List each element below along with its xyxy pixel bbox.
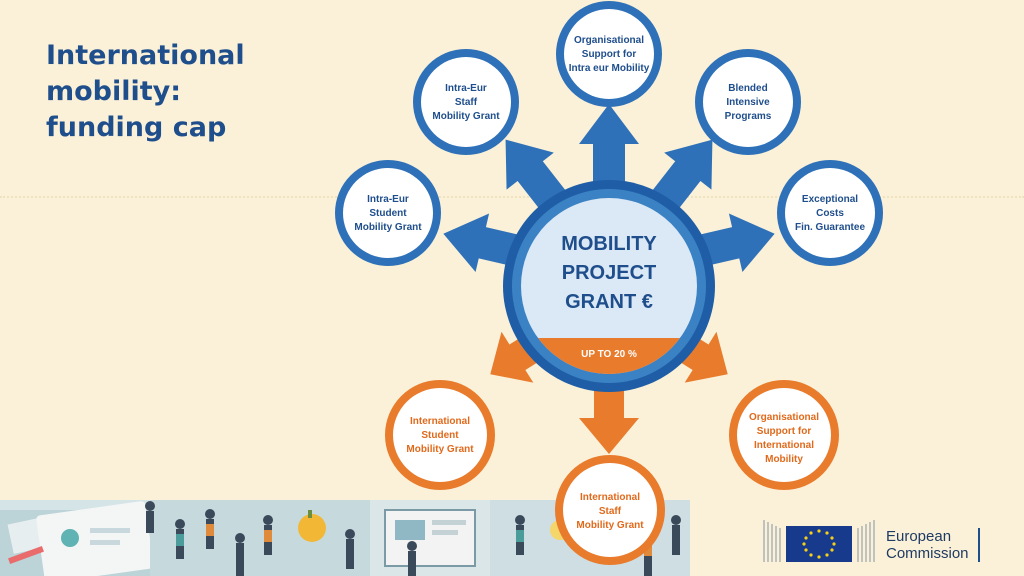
node-label-line: Mobility Grant: [406, 444, 474, 455]
node-intl-staff: International Staff Mobility Grant: [555, 455, 665, 565]
page-title: International mobility: funding cap: [46, 38, 245, 146]
title-line: mobility:: [46, 76, 182, 107]
node-label-line: Support for: [582, 49, 637, 60]
node-label-line: International: [410, 416, 470, 427]
title-line: International: [46, 40, 245, 71]
center-line: GRANT €: [565, 291, 653, 313]
node-label-line: Intra-Eur: [367, 194, 409, 205]
node-label-line: Support for: [757, 426, 812, 437]
center-line: PROJECT: [562, 262, 656, 284]
node-label-line: Exceptional: [802, 194, 858, 205]
node-label-line: Costs: [816, 208, 844, 219]
node-label-line: Student: [369, 208, 407, 219]
node-intra-eur-staff: Intra-Eur Staff Mobility Grant: [413, 49, 519, 155]
node-exceptional-costs: Exceptional Costs Fin. Guarantee: [777, 160, 883, 266]
node-label-line: Mobility Grant: [354, 222, 422, 233]
ec-logo-text: European Commission: [886, 528, 969, 562]
node-label-line: Mobility Grant: [576, 520, 644, 531]
node-label-line: Mobility: [765, 454, 803, 465]
node-label-line: Fin. Guarantee: [795, 222, 865, 233]
node-label-line: Blended: [728, 83, 767, 94]
center-node: MOBILITY PROJECT GRANT € UP TO 20 %: [503, 180, 715, 392]
title-line: funding cap: [46, 112, 227, 143]
ec-logo-bar: [978, 528, 980, 562]
node-label-line: Staff: [599, 506, 622, 517]
ec-building-icon: [763, 520, 875, 562]
node-blended-intensive: Blended Intensive Programs: [695, 49, 801, 155]
node-label-line: Programs: [725, 111, 772, 122]
node-intl-student: International Student Mobility Grant: [385, 380, 495, 490]
ec-logo-line: European: [886, 528, 952, 545]
node-org-support-intl: Organisational Support for International…: [729, 380, 839, 490]
node-label-line: Intensive: [726, 97, 770, 108]
node-label-line: International: [580, 492, 640, 503]
node-label-line: Organisational: [574, 35, 644, 46]
node-label-line: Intra eur Mobility: [569, 63, 650, 74]
node-label-line: International: [754, 440, 814, 451]
dotted-divider: [0, 196, 1024, 198]
node-label-line: Organisational: [749, 412, 819, 423]
node-label-line: Mobility Grant: [432, 111, 500, 122]
center-band-label: UP TO 20 %: [581, 349, 637, 360]
node-intra-eur-student: Intra-Eur Student Mobility Grant: [335, 160, 441, 266]
ec-logo-line: Commission: [886, 545, 969, 562]
node-label-line: Staff: [455, 97, 478, 108]
node-label-line: Intra-Eur: [445, 83, 487, 94]
node-label-line: Student: [421, 430, 459, 441]
center-line: MOBILITY: [561, 233, 657, 255]
node-org-support-intra: Organisational Support for Intra eur Mob…: [556, 1, 662, 107]
ec-logo: [762, 514, 1022, 566]
